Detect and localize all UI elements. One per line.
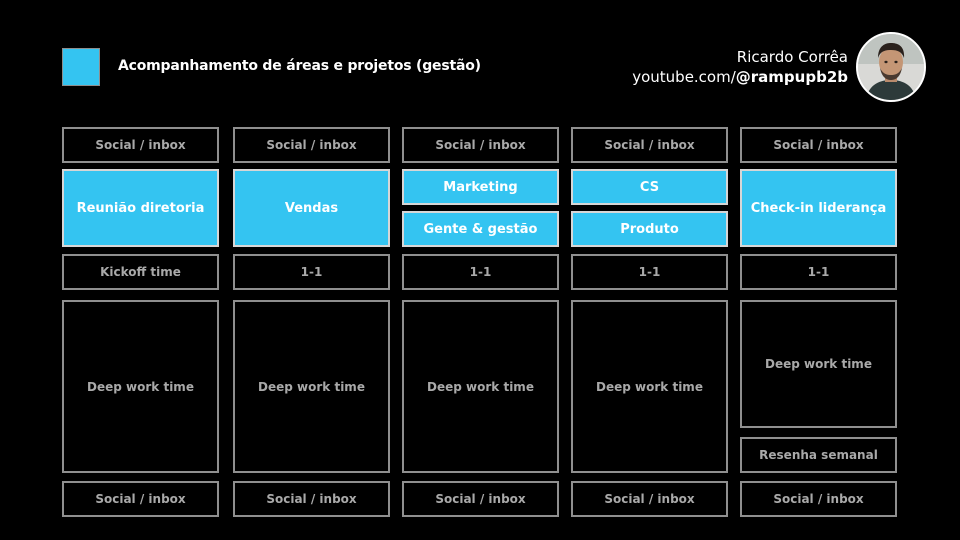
author-name: Ricardo Corrêa	[736, 48, 848, 66]
social-inbox-block: Social / inbox	[571, 481, 728, 517]
social-inbox-block: Social / inbox	[740, 127, 897, 163]
one-on-one-block: 1-1	[571, 254, 728, 290]
social-inbox-block: Social / inbox	[62, 481, 219, 517]
avatar-portrait-icon	[858, 34, 924, 100]
social-inbox-block: Social / inbox	[402, 481, 559, 517]
legend-label: Acompanhamento de áreas e projetos (gest…	[118, 58, 481, 74]
one-on-one-block: 1-1	[233, 254, 390, 290]
weekly-review-block: Resenha semanal	[740, 437, 897, 473]
social-inbox-block: Social / inbox	[233, 481, 390, 517]
legend-swatch-highlight	[62, 48, 100, 86]
author-info: Ricardo Corrêa youtube.com/@rampupb2b	[632, 48, 848, 88]
social-inbox-block: Social / inbox	[62, 127, 219, 163]
deep-work-block: Deep work time	[740, 300, 897, 428]
meeting-block: CS	[571, 169, 728, 205]
social-inbox-block: Social / inbox	[402, 127, 559, 163]
kickoff-block: Kickoff time	[62, 254, 219, 290]
deep-work-block: Deep work time	[571, 300, 728, 473]
meeting-block: Reunião diretoria	[62, 169, 219, 247]
social-inbox-block: Social / inbox	[740, 481, 897, 517]
channel-prefix: youtube.com/	[632, 68, 736, 86]
social-inbox-block: Social / inbox	[233, 127, 390, 163]
meeting-block: Marketing	[402, 169, 559, 205]
deep-work-block: Deep work time	[233, 300, 390, 473]
deep-work-block: Deep work time	[402, 300, 559, 473]
meeting-block: Produto	[571, 211, 728, 247]
one-on-one-block: 1-1	[402, 254, 559, 290]
avatar	[856, 32, 926, 102]
social-inbox-block: Social / inbox	[571, 127, 728, 163]
channel-link[interactable]: youtube.com/@rampupb2b	[632, 67, 848, 88]
meeting-block: Gente & gestão	[402, 211, 559, 247]
channel-handle: @rampupb2b	[735, 68, 848, 86]
meeting-block: Vendas	[233, 169, 390, 247]
deep-work-block: Deep work time	[62, 300, 219, 473]
one-on-one-block: 1-1	[740, 254, 897, 290]
meeting-block: Check-in liderança	[740, 169, 897, 247]
